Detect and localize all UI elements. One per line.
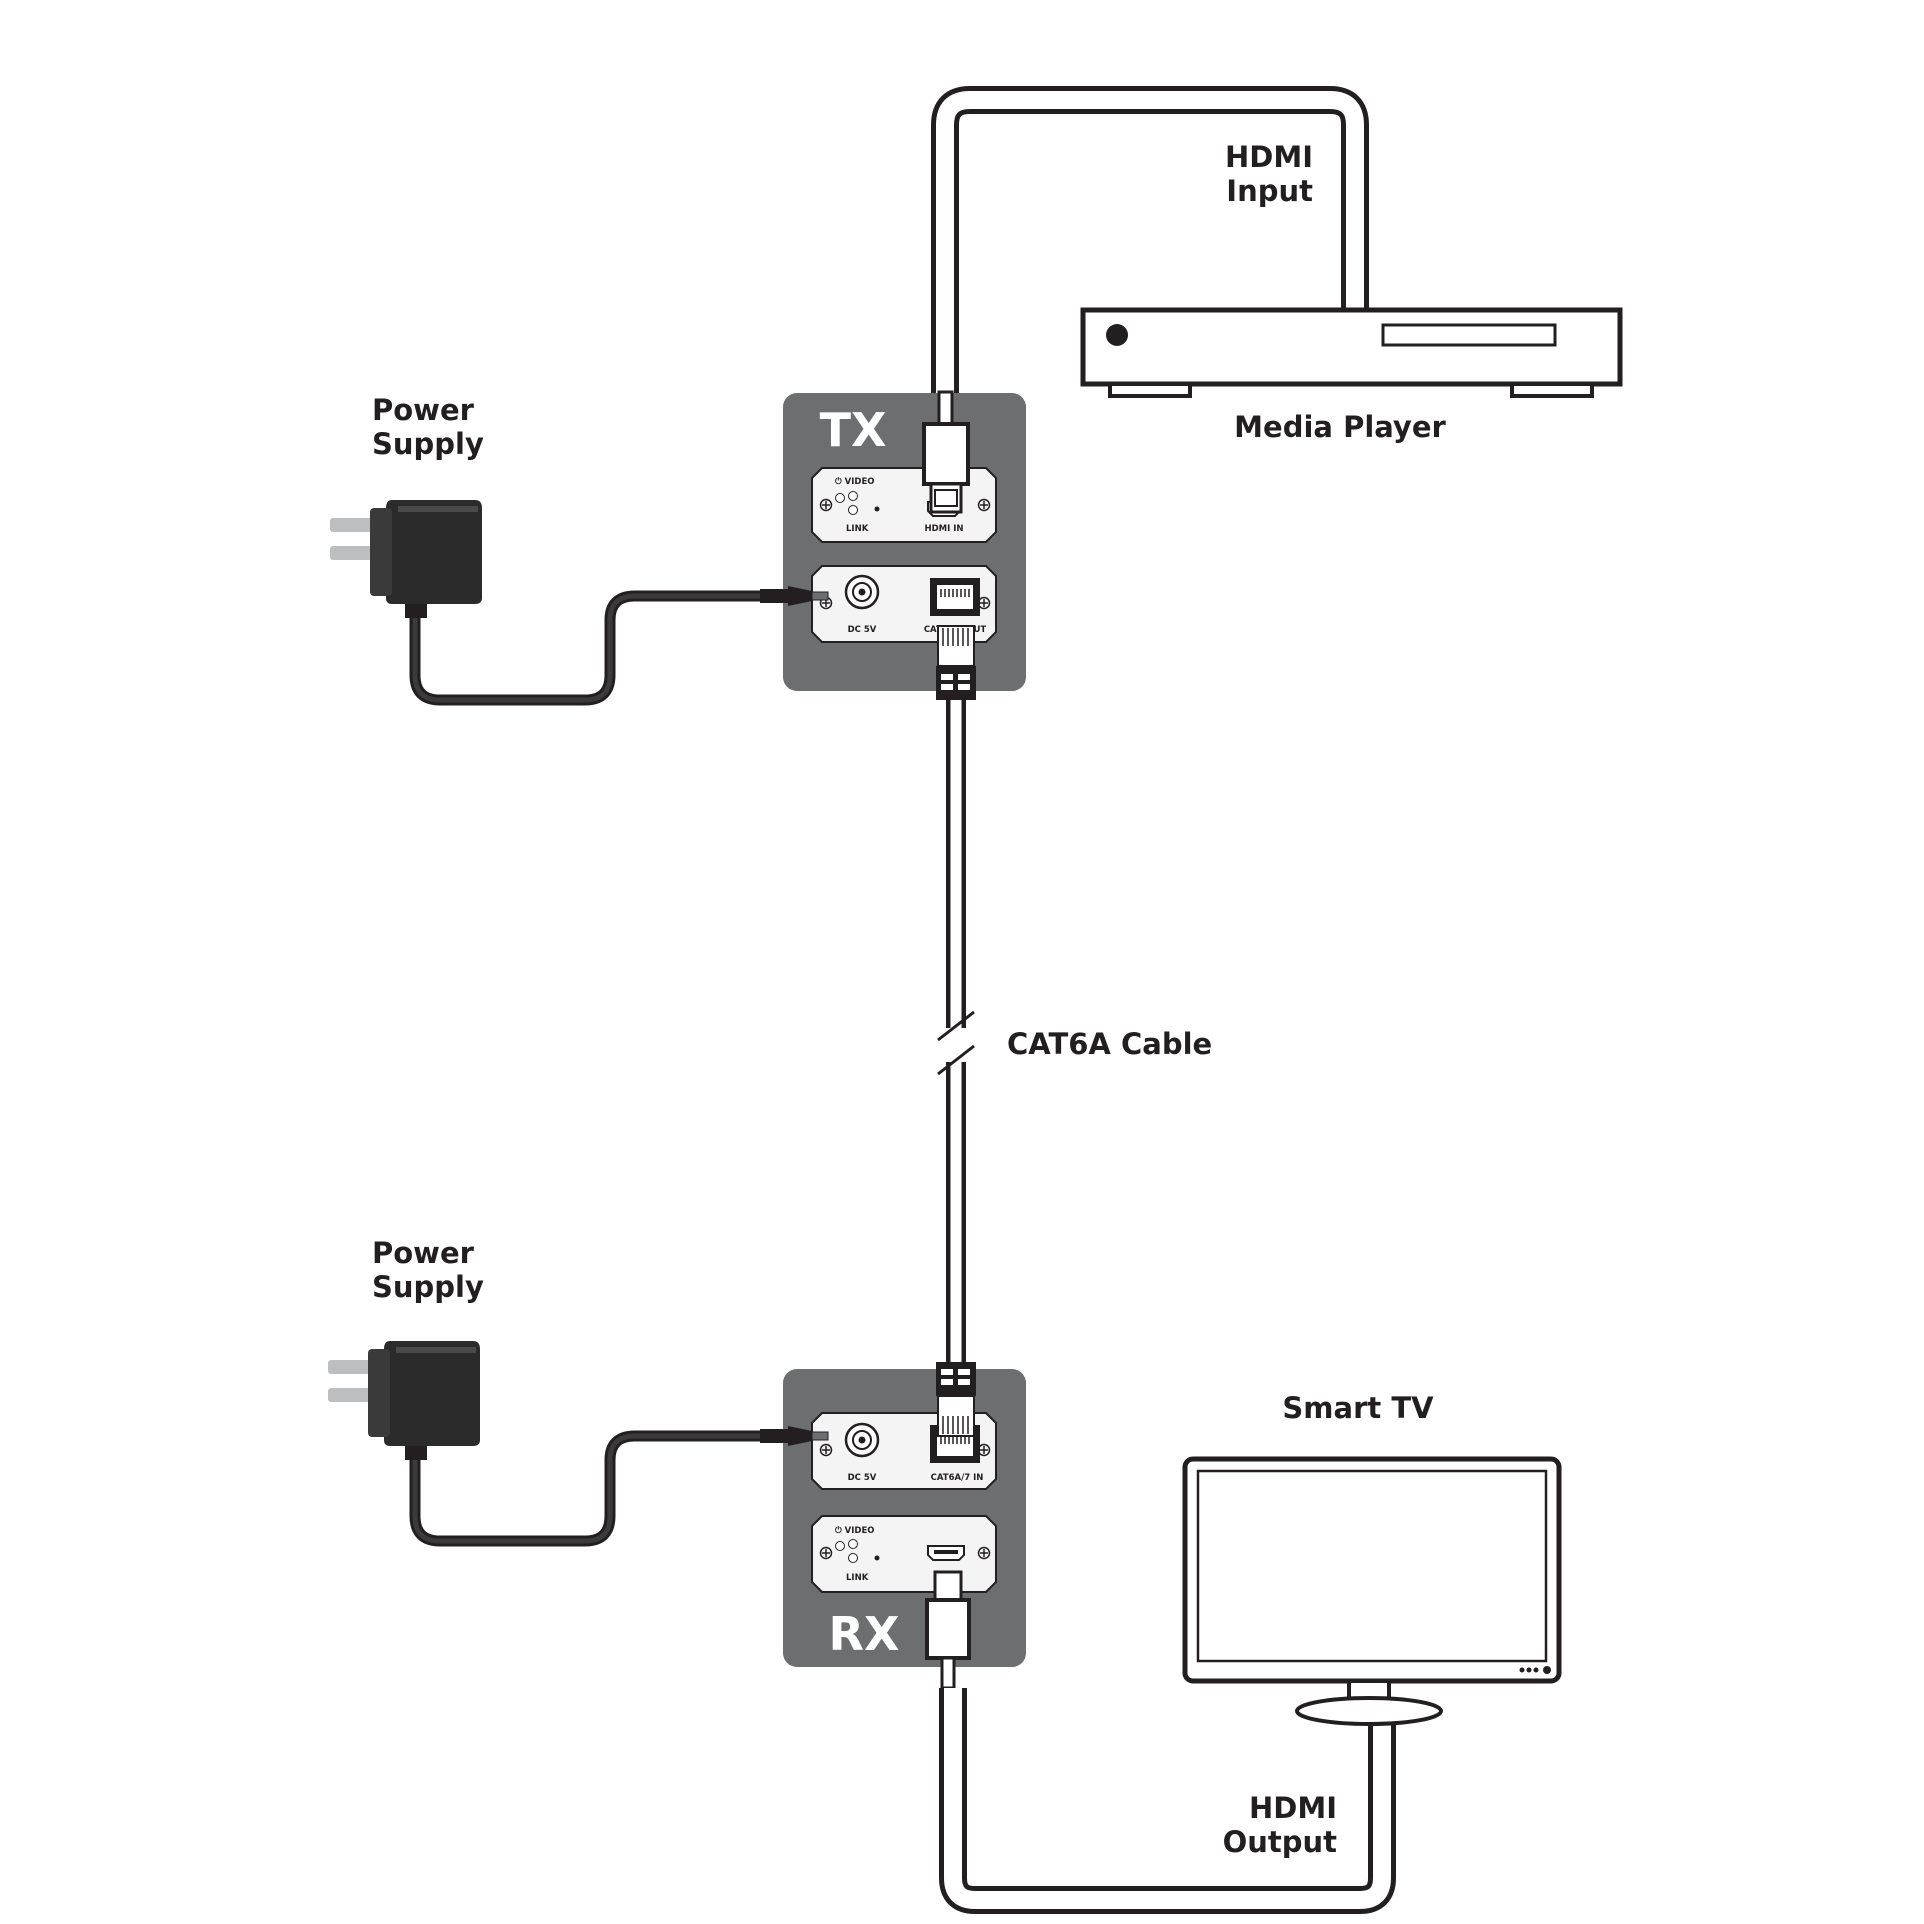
power-supply-rx-label: Power Supply xyxy=(372,1236,484,1304)
svg-text:Supply: Supply xyxy=(372,1270,484,1304)
power-button-icon xyxy=(1106,324,1128,346)
rj45-plug-icon xyxy=(936,625,976,700)
screw-icon xyxy=(819,1443,833,1457)
rx-unit-title: RX xyxy=(829,1607,900,1661)
cat-in-label: CAT6A/7 IN xyxy=(931,1473,984,1483)
svg-text:HDMI: HDMI xyxy=(1249,1791,1337,1825)
led-icon xyxy=(848,1553,858,1563)
led-icon xyxy=(848,1539,858,1549)
power-adapter-icon xyxy=(328,1341,480,1460)
power-adapter-icon xyxy=(330,500,482,618)
rx-unit: RX DC 5V CAT6A/7 IN xyxy=(783,1369,1026,1690)
dc-5v-label: DC 5V xyxy=(848,1473,877,1483)
led-icon xyxy=(835,493,845,503)
player-foot-right xyxy=(1510,382,1594,398)
link-led-label: LINK xyxy=(846,524,869,534)
rj45-port-icon xyxy=(930,578,980,616)
hdmi-output-label: HDMI Output xyxy=(1223,1791,1338,1859)
led-icon xyxy=(848,491,858,501)
rx-bottom-panel: ⏻ VIDEO LINK xyxy=(811,1515,997,1593)
hdmi-output-cable xyxy=(939,1688,1396,1914)
tv-indicator xyxy=(1519,1667,1525,1673)
disc-slot xyxy=(1381,323,1557,347)
smart-tv-label: Smart TV xyxy=(1282,1391,1434,1425)
power-supply-tx xyxy=(330,500,829,706)
cat6a-cable xyxy=(937,690,975,1368)
hdmi-plug-icon xyxy=(925,1570,971,1690)
svg-text:Power: Power xyxy=(372,393,475,427)
hdmi-in-label: HDMI IN xyxy=(924,524,963,534)
media-player xyxy=(1080,307,1623,398)
hdmi-port-icon xyxy=(927,1545,965,1561)
screw-icon xyxy=(819,498,833,512)
link-led-label: LINK xyxy=(846,1573,869,1583)
screw-icon xyxy=(977,596,991,610)
power-supply-tx-label: Power Supply xyxy=(372,393,484,461)
reset-hole xyxy=(874,1555,880,1561)
video-led-label: ⏻ VIDEO xyxy=(835,1525,875,1536)
led-icon xyxy=(835,1541,845,1551)
video-led-label: ⏻ VIDEO xyxy=(835,476,875,487)
media-player-label: Media Player xyxy=(1234,410,1446,444)
hdmi-plug-icon xyxy=(922,390,970,514)
dc-jack-icon xyxy=(844,574,880,610)
svg-text:Output: Output xyxy=(1223,1825,1338,1859)
screw-icon xyxy=(977,1443,991,1457)
player-foot-left xyxy=(1108,382,1192,398)
screw-icon xyxy=(977,498,991,512)
dc-jack-icon xyxy=(844,1422,880,1458)
svg-text:Power: Power xyxy=(372,1236,475,1270)
svg-text:HDMI: HDMI xyxy=(1225,140,1313,174)
reset-hole xyxy=(874,506,880,512)
tx-unit-title: TX xyxy=(820,403,887,457)
screw-icon xyxy=(819,1546,833,1560)
hdmi-input-label: HDMI Input xyxy=(1225,140,1313,208)
tv-stand-base xyxy=(1295,1696,1443,1726)
svg-text:Supply: Supply xyxy=(372,427,484,461)
svg-text:Input: Input xyxy=(1226,174,1313,208)
tv-indicator xyxy=(1533,1667,1539,1673)
tv-screen xyxy=(1196,1469,1548,1663)
led-icon xyxy=(848,505,858,515)
tv-power-button-icon xyxy=(1543,1666,1551,1674)
smart-tv xyxy=(1182,1456,1562,1726)
power-supply-rx xyxy=(328,1341,829,1547)
screw-icon xyxy=(977,1546,991,1560)
dc-5v-label: DC 5V xyxy=(848,625,877,635)
cat6a-cable-label: CAT6A Cable xyxy=(1007,1027,1212,1061)
tx-bottom-panel: DC 5V CAT6A/7 OUT xyxy=(811,565,997,643)
tv-indicator xyxy=(1526,1667,1532,1673)
rj45-plug-icon xyxy=(936,1362,976,1437)
tx-unit: TX ⏻ VIDEO LINK HDMI IN xyxy=(783,390,1026,691)
hdmi-input-cable xyxy=(931,86,1369,405)
